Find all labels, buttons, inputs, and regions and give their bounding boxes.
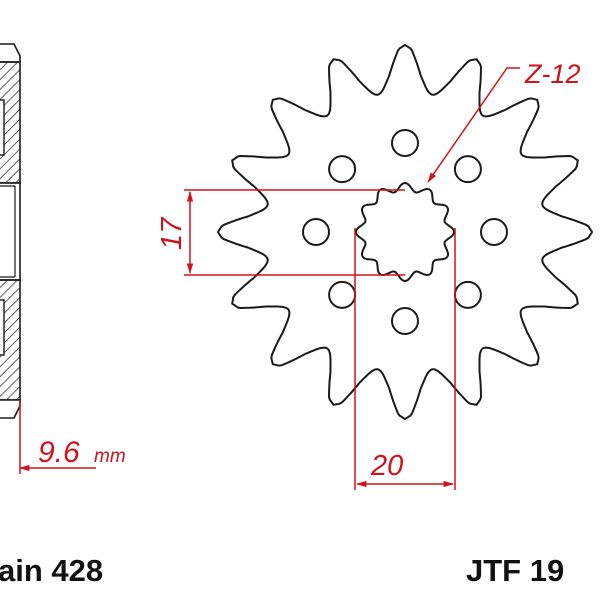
width-dimension: 20 — [354, 228, 456, 490]
lower-inner-pocket — [0, 299, 5, 356]
height-dimension: 17 — [156, 189, 405, 276]
spline-bore — [354, 181, 456, 283]
bolt-holes — [302, 129, 508, 335]
bolt-hole — [302, 218, 330, 246]
bore-section — [0, 182, 21, 281]
bolt-hole — [480, 218, 508, 246]
spline-label: Z-12 — [524, 59, 581, 89]
width-value: 20 — [370, 450, 403, 482]
bolt-hole — [328, 155, 357, 184]
part-number-label: JTF 19 — [466, 553, 565, 588]
thickness-value: 9.6 — [38, 436, 80, 469]
bolt-hole — [453, 280, 482, 309]
top-chamfer — [0, 43, 21, 63]
bolt-hole — [453, 155, 482, 184]
bolt-hole — [391, 129, 419, 157]
thickness-dimension: 9.6 mm — [18, 400, 126, 474]
sprocket-front-view — [216, 43, 594, 421]
spline-callout: Z-12 — [427, 59, 581, 183]
thickness-unit: mm — [94, 446, 126, 467]
side-section-view — [0, 43, 21, 419]
chain-size-label: ain 428 — [0, 553, 104, 588]
bolt-hole — [328, 280, 357, 309]
bolt-hole — [391, 307, 419, 335]
bottom-chamfer — [0, 399, 21, 419]
upper-inner-pocket — [0, 99, 5, 156]
height-value: 17 — [156, 216, 188, 250]
